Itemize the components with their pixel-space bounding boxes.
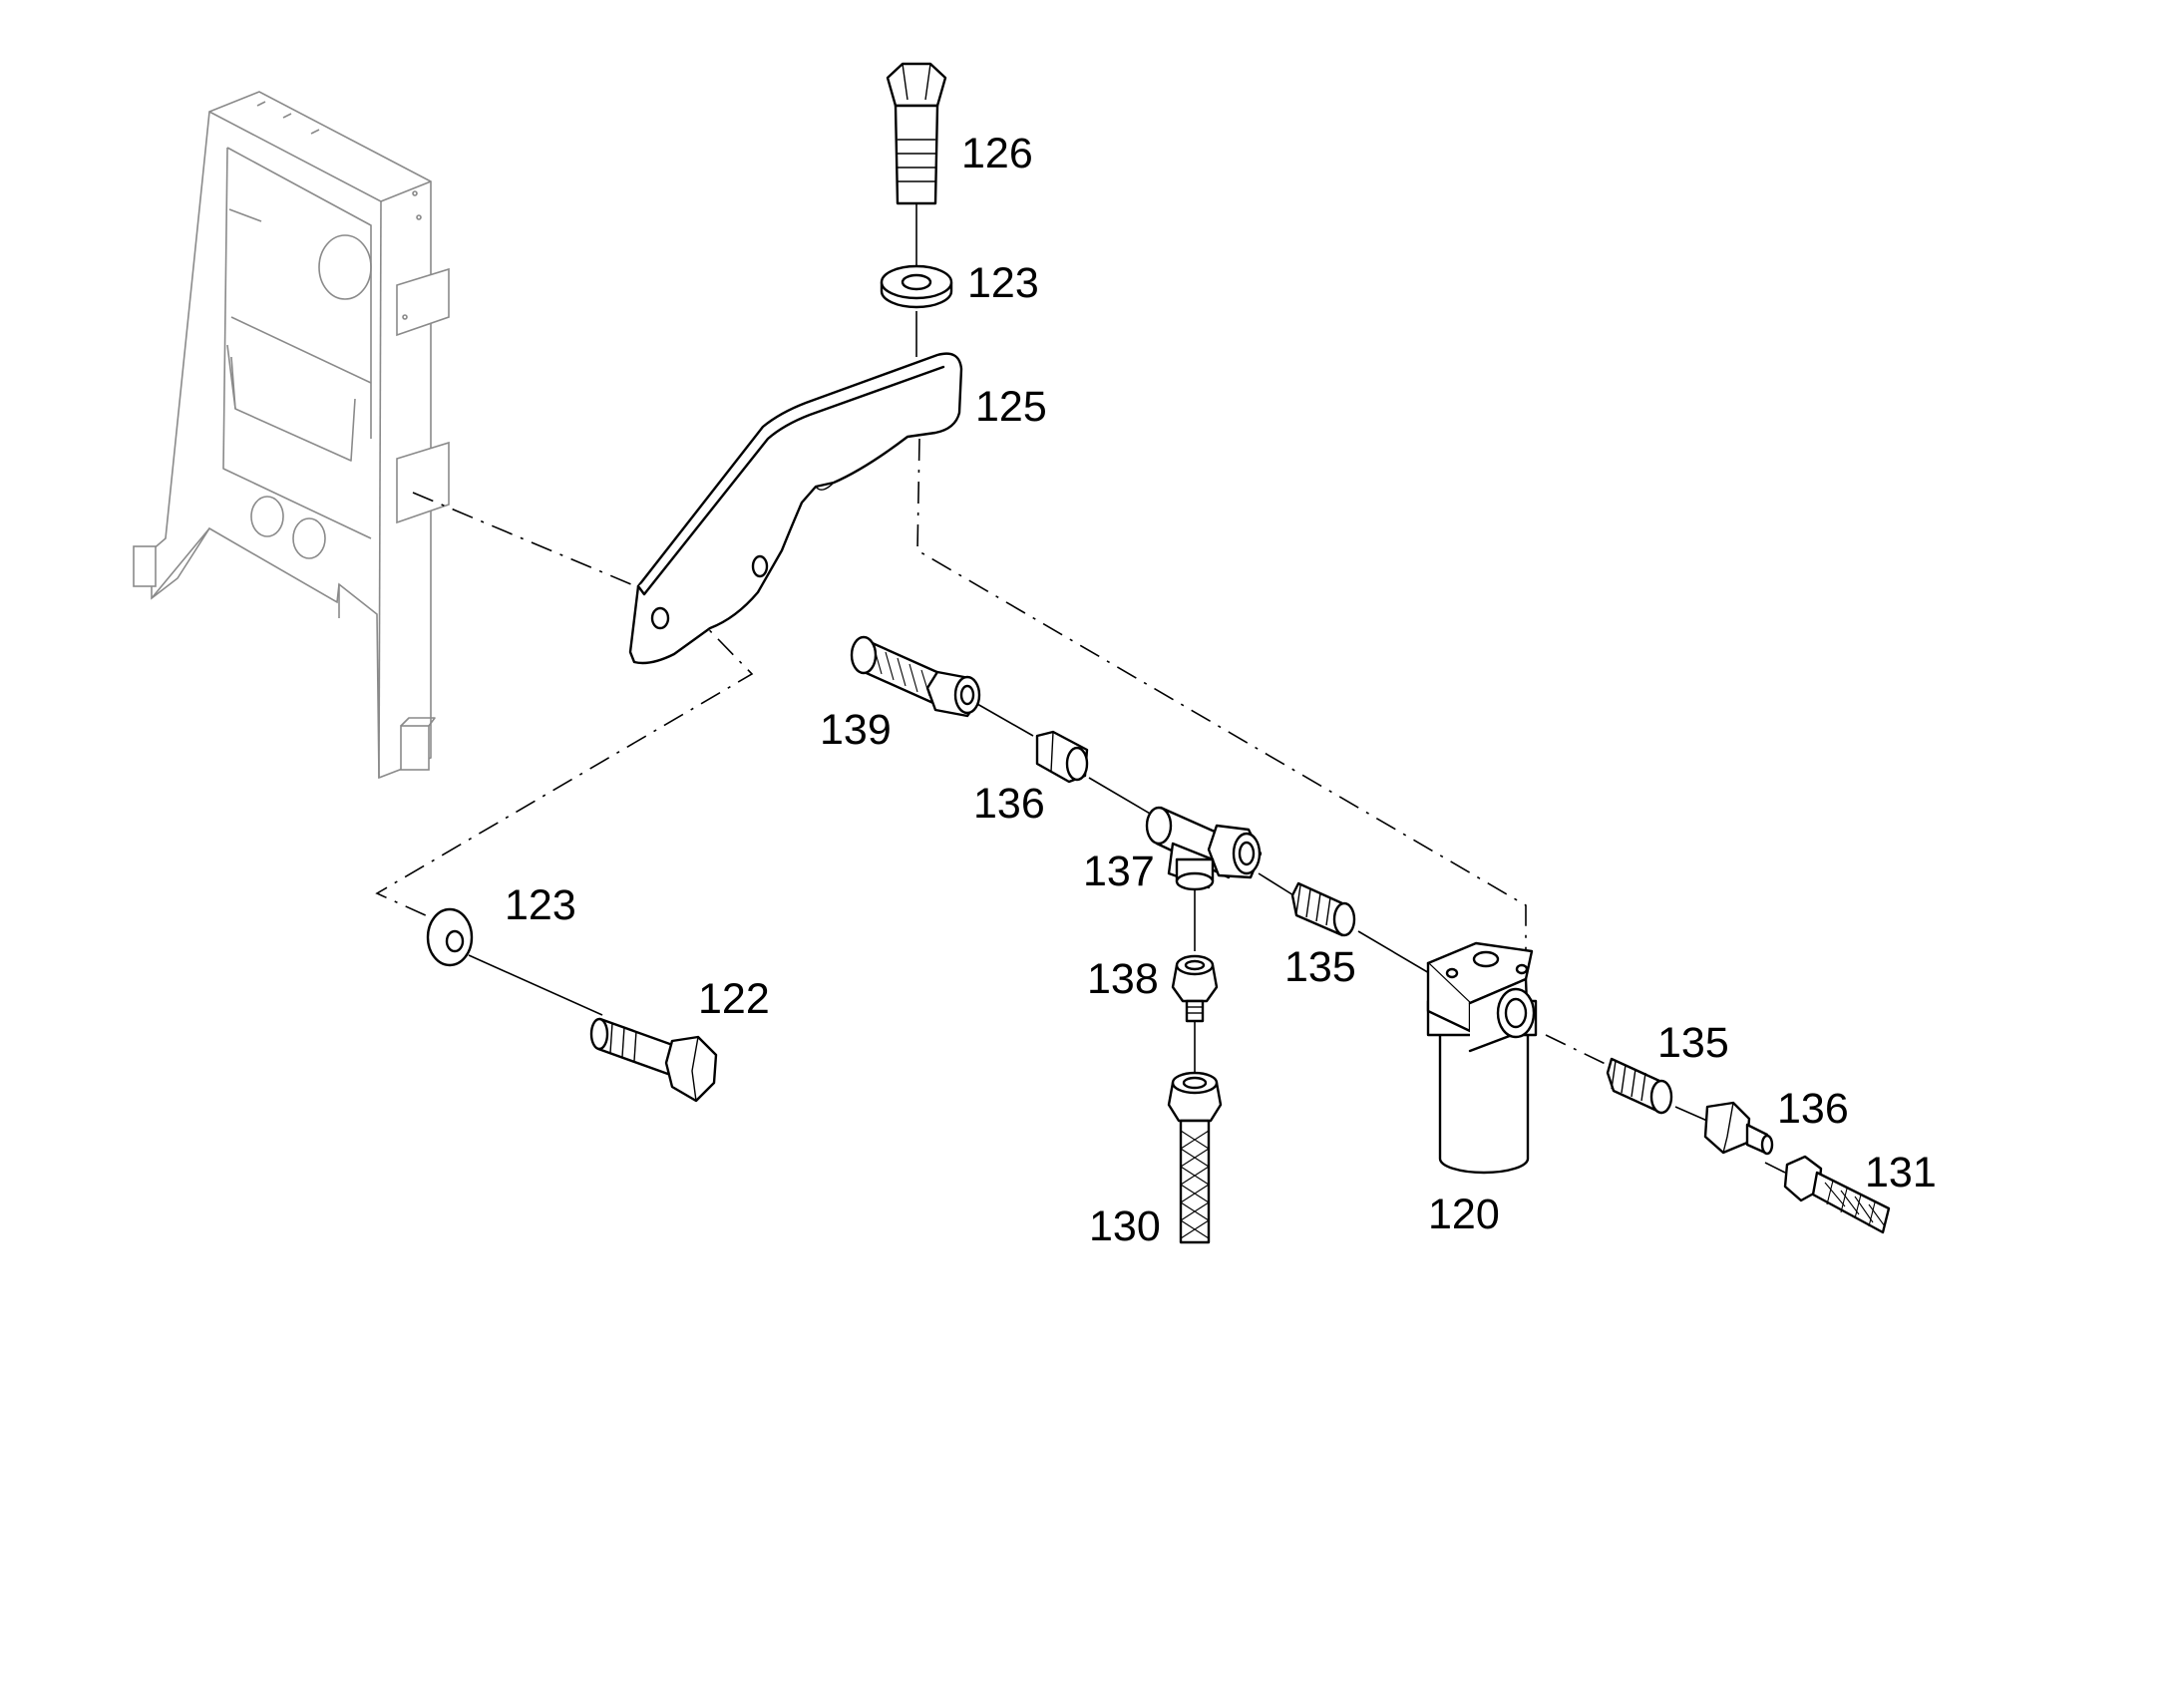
label-135-right: 135 (1657, 1019, 1729, 1067)
machine-frame (133, 91, 450, 780)
nut-136-right (1703, 1101, 1774, 1156)
label-137: 137 (1083, 848, 1155, 895)
label-130: 130 (1089, 1202, 1161, 1250)
bolt-126 (886, 62, 947, 205)
label-123-bottom: 123 (505, 881, 576, 929)
adapter-135-left (1290, 881, 1356, 937)
label-126: 126 (961, 130, 1033, 177)
assembly-lines (375, 199, 1786, 1174)
part-labels: 126 123 125 139 136 137 138 135 123 122 … (505, 130, 1937, 1250)
adapter-138 (1171, 954, 1219, 1023)
filter-120 (1426, 941, 1538, 1175)
hose-131 (1783, 1155, 1891, 1234)
bracket-125 (628, 352, 963, 665)
nut-136-left (1035, 730, 1089, 784)
label-136-right: 136 (1777, 1085, 1849, 1133)
label-136-left: 136 (973, 780, 1045, 828)
label-135-left: 135 (1284, 943, 1356, 991)
tee-137 (1145, 806, 1263, 891)
washer-123-top (880, 264, 953, 309)
fitting-139 (850, 635, 981, 718)
label-131: 131 (1865, 1149, 1937, 1196)
adapter-135-right (1606, 1057, 1673, 1115)
label-122: 122 (698, 975, 770, 1023)
label-138: 138 (1087, 955, 1159, 1003)
bolt-122 (589, 1017, 718, 1103)
label-139: 139 (820, 706, 892, 754)
label-125: 125 (975, 383, 1047, 431)
washer-123-bottom (426, 907, 474, 967)
label-120: 120 (1428, 1191, 1500, 1238)
hose-130 (1167, 1071, 1223, 1244)
label-123-top: 123 (967, 259, 1039, 307)
